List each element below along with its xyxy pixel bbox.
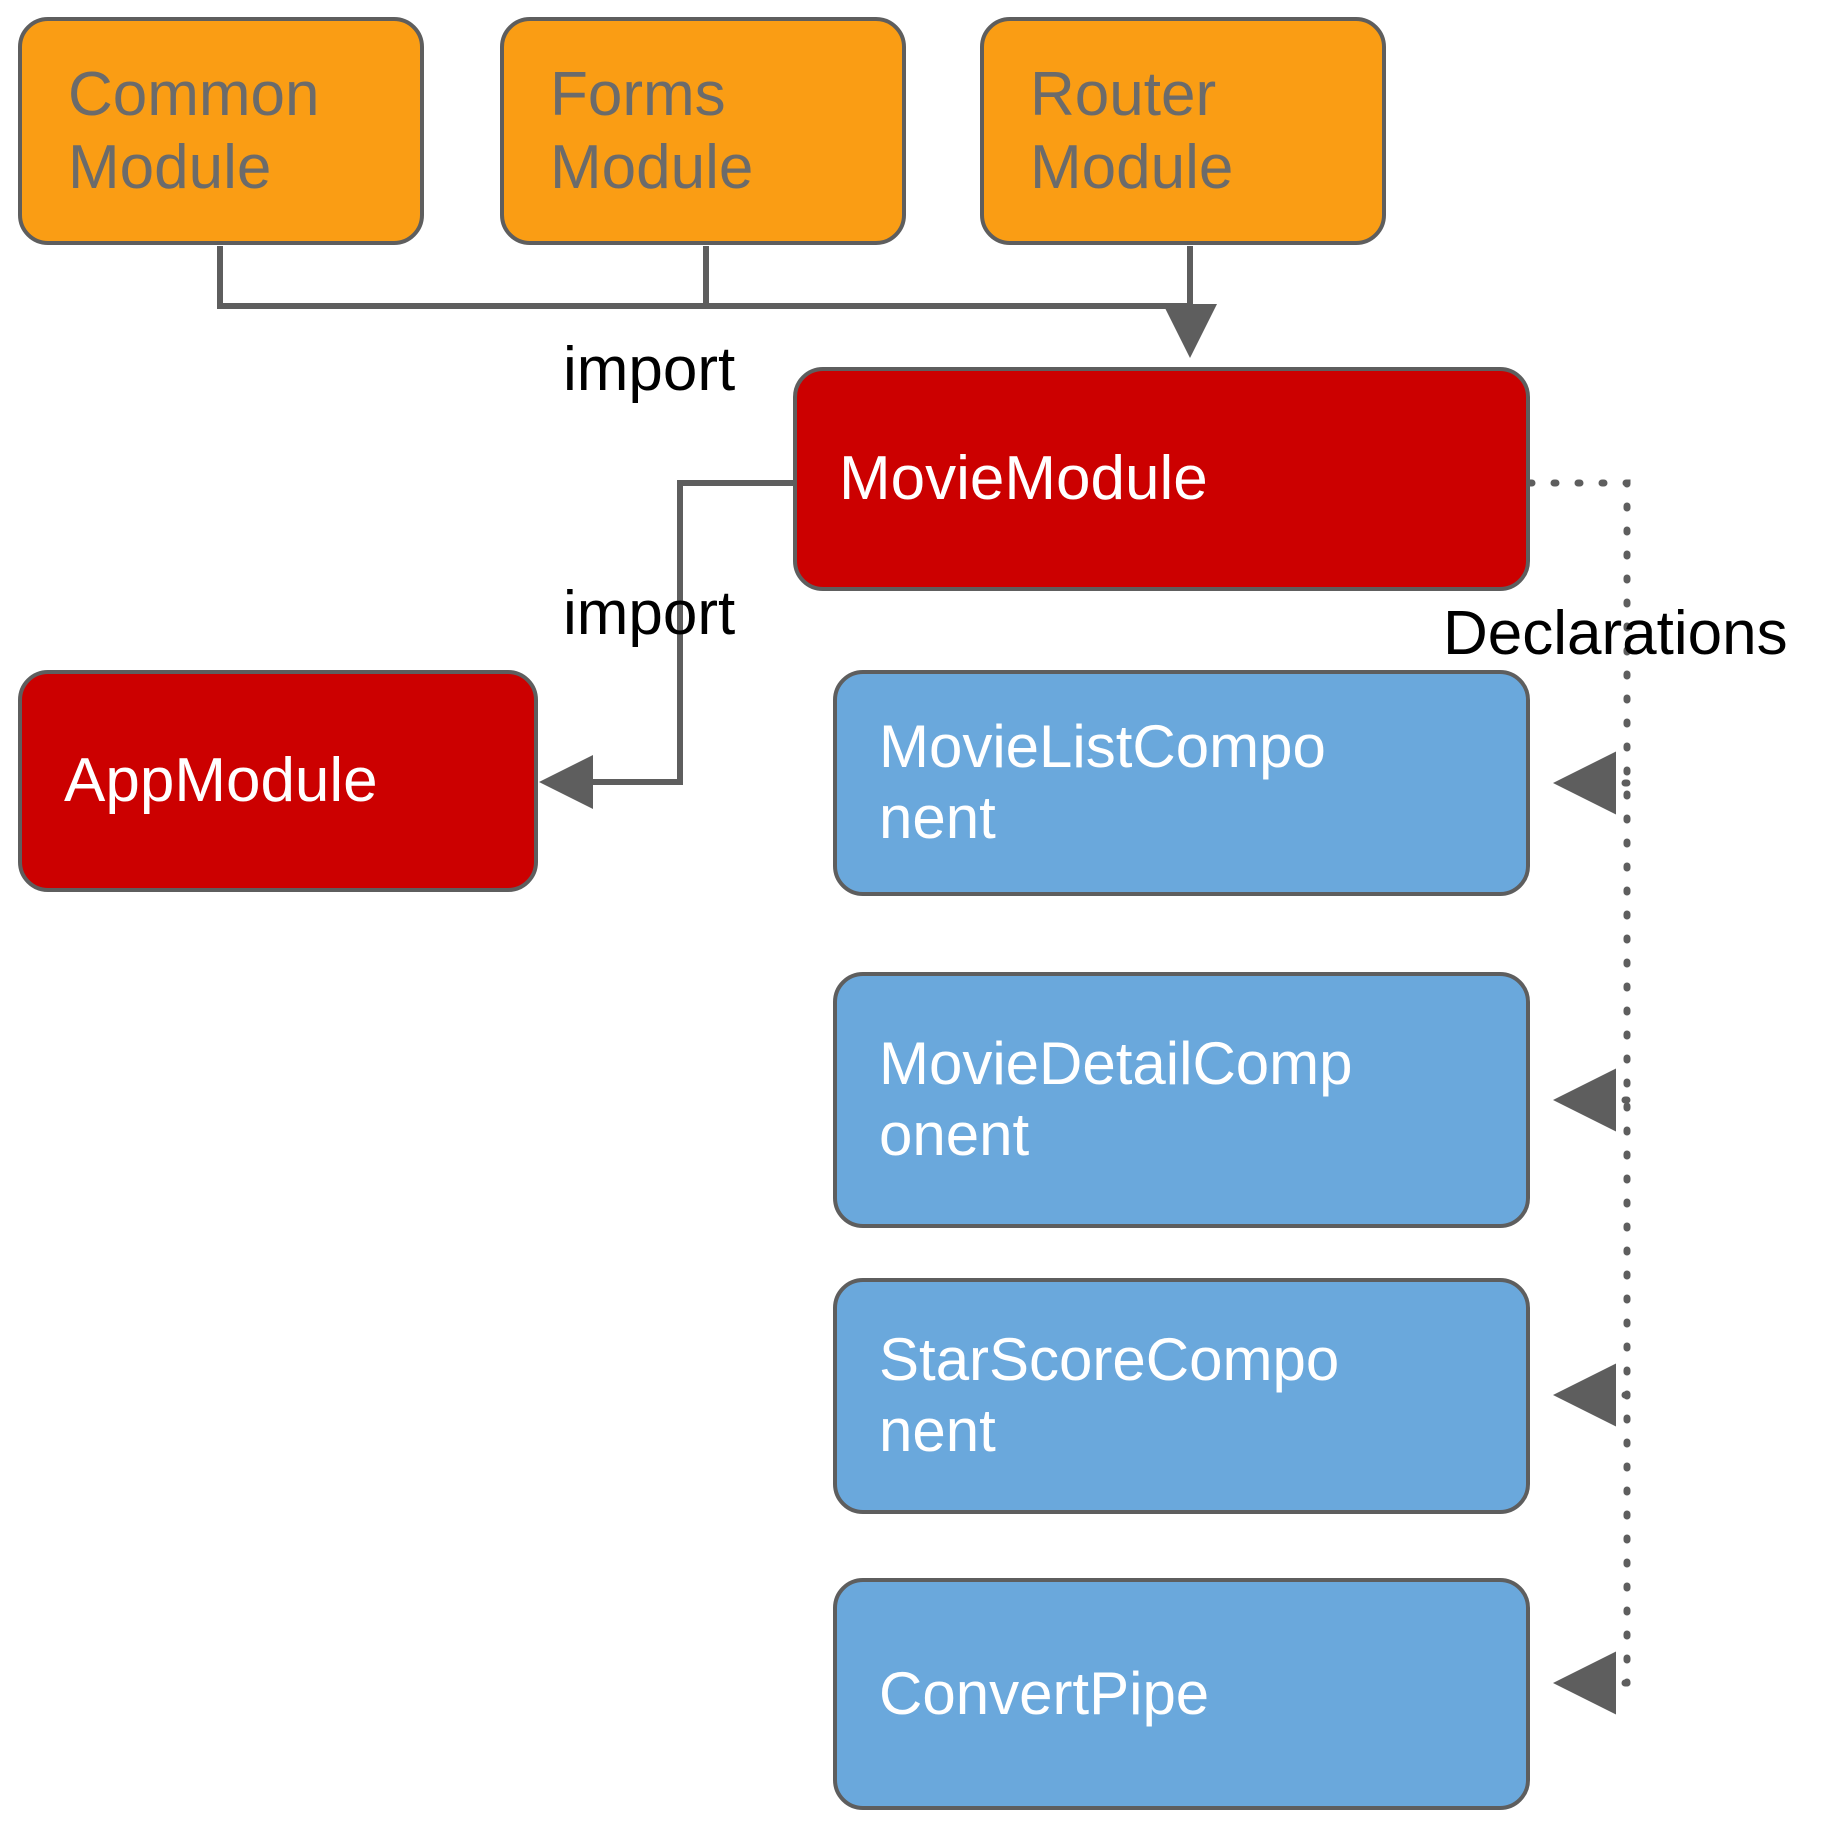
node-convert-pipe[interactable]: ConvertPipe: [833, 1578, 1530, 1810]
node-movie-list-component[interactable]: MovieListCompo nent: [833, 670, 1530, 896]
node-star-score-component[interactable]: StarScoreCompo nent: [833, 1278, 1530, 1514]
node-label-router-module: Router Module: [1030, 59, 1234, 202]
node-label-movie-detail-component: MovieDetailComp onent: [879, 1030, 1353, 1168]
node-app-module[interactable]: AppModule: [18, 670, 538, 892]
node-label-convert-pipe: ConvertPipe: [879, 1659, 1210, 1727]
node-label-star-score-component: StarScoreCompo nent: [879, 1326, 1340, 1464]
edge-label-import-modules: import: [563, 335, 736, 404]
node-forms-module[interactable]: Forms Module: [500, 17, 906, 245]
node-label-common-module: Common Module: [68, 59, 320, 202]
edge-label-declarations: Declarations: [1443, 599, 1788, 668]
node-movie-detail-component[interactable]: MovieDetailComp onent: [833, 972, 1530, 1228]
node-router-module[interactable]: Router Module: [980, 17, 1386, 245]
node-label-movie-module: MovieModule: [839, 444, 1208, 514]
node-common-module[interactable]: Common Module: [18, 17, 424, 245]
edge-label-import-app: import: [563, 579, 736, 648]
node-label-forms-module: Forms Module: [550, 59, 754, 202]
node-label-movie-list-component: MovieListCompo nent: [879, 713, 1326, 851]
edge-common-module-to-movie-module: [217, 246, 1190, 309]
node-label-app-module: AppModule: [64, 746, 378, 816]
node-movie-module[interactable]: MovieModule: [793, 367, 1530, 591]
